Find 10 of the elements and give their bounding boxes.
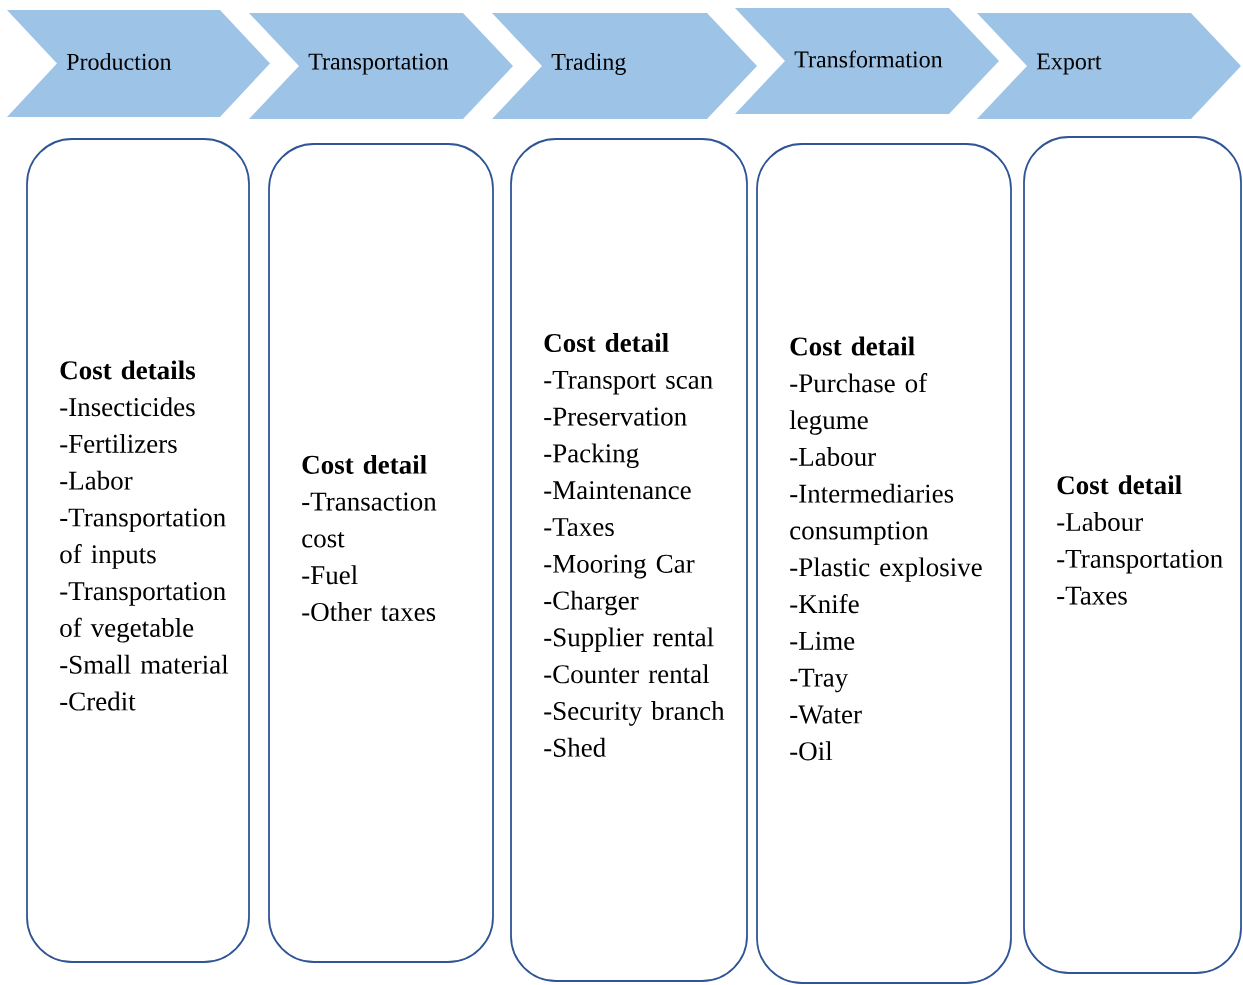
cost-box: Cost detail -Transport scan -Preservation -Packing -Maintenance -Taxes -Mooring Car -Charger -Supplier rental -Counter rental -Security branch -Shed (510, 138, 748, 982)
chevron-step: Transportation (249, 13, 513, 119)
cost-box: Cost details -Insecticides -Fertilizers -Labor -Transportation of inputs -Transportation of vegetable -Small material -Credit (26, 138, 250, 963)
cost-box: Cost detail -Labour -Transportation -Taxes (1023, 136, 1242, 974)
chevron-step: Transformation (735, 8, 999, 114)
chevron-step: Export (977, 13, 1241, 119)
cost-box: Cost detail -Purchase of legume -Labour -Intermediaries consumption -Plastic explosive -Knife -Lime -Tray -Water -Oil (756, 143, 1012, 984)
chevron-step: Trading (492, 13, 757, 119)
cost-box: Cost detail -Transaction cost -Fuel -Other taxes (268, 143, 494, 963)
chevron-step: Production (7, 10, 270, 117)
